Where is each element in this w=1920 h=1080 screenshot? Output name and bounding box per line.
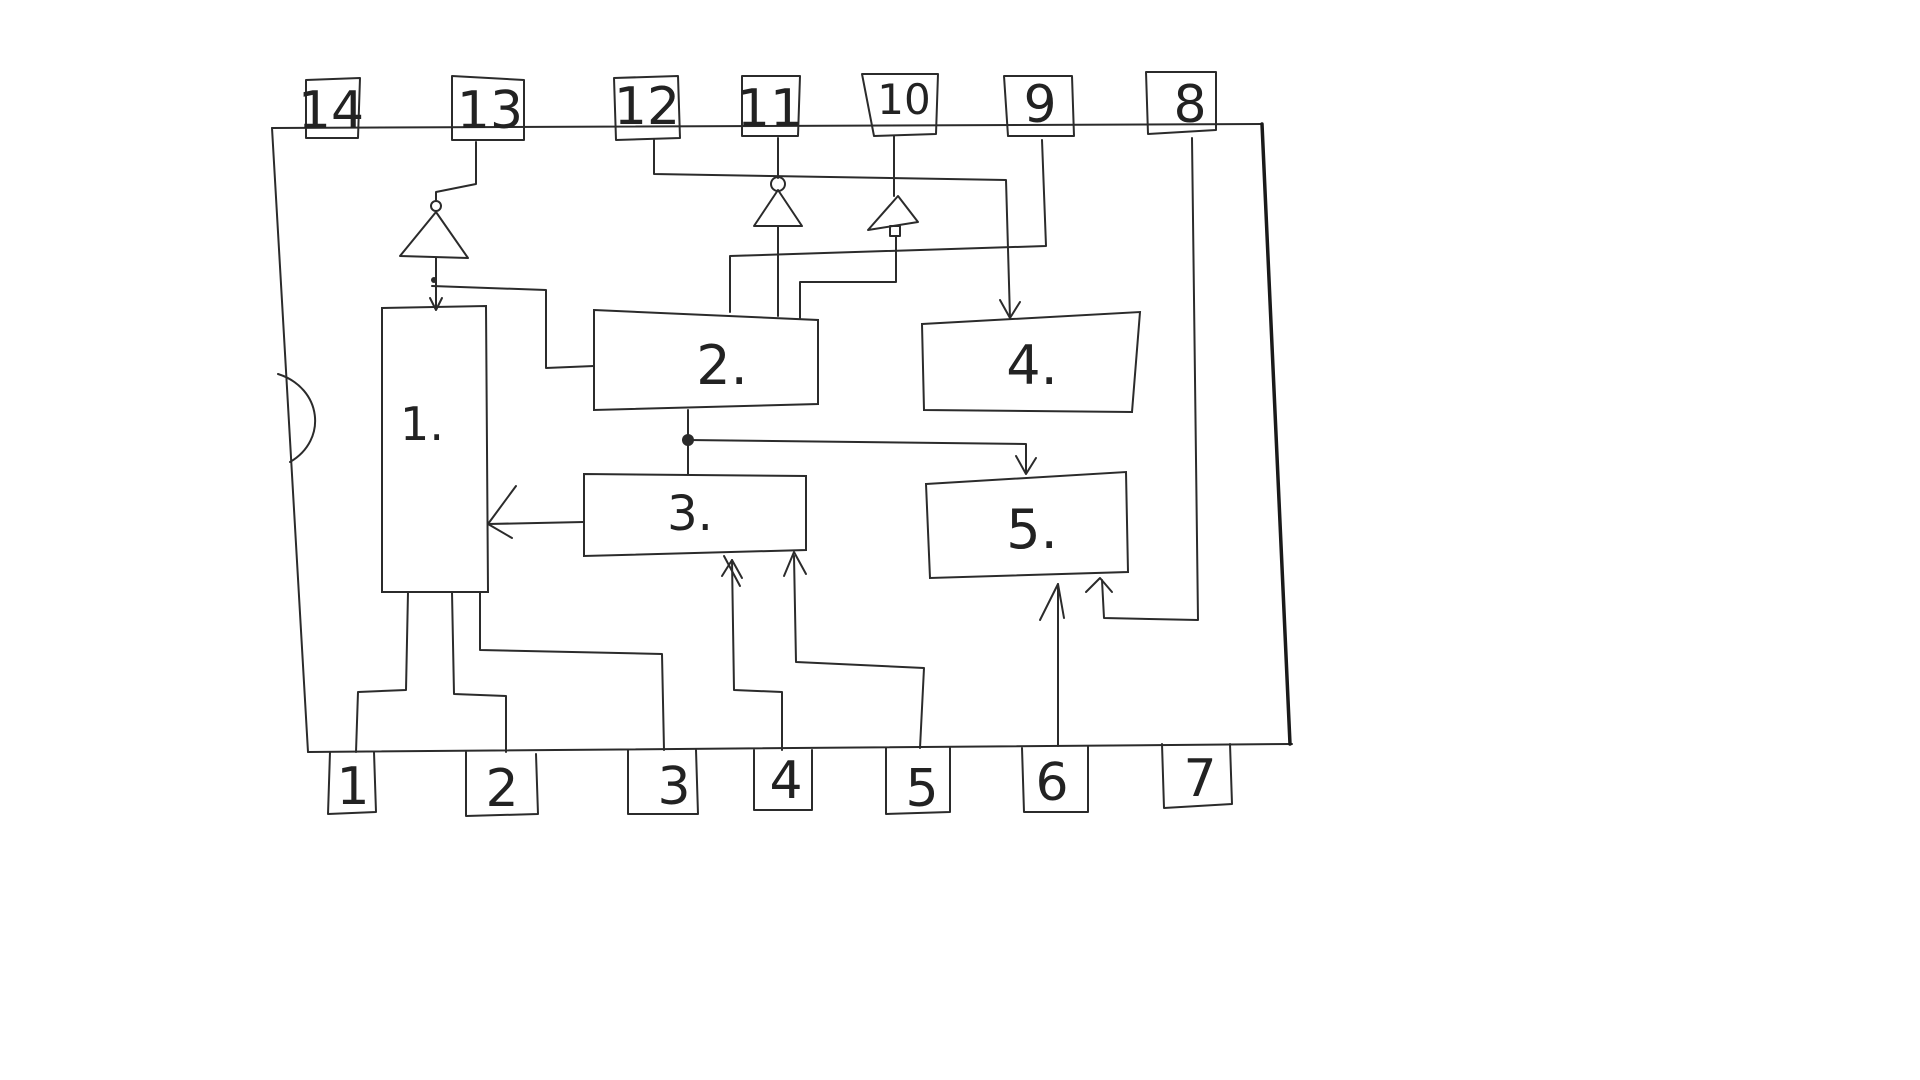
block-5-label: 5. <box>1006 498 1058 561</box>
pin-1-label: 1 <box>336 757 369 817</box>
pin-2-label: 2 <box>485 759 518 819</box>
pin-6: 6 <box>1021 745 1089 813</box>
pin-5-label: 5 <box>905 759 938 819</box>
pin-2: 2 <box>465 751 539 819</box>
pin-12-label: 12 <box>614 77 680 137</box>
pin-14-label: 14 <box>298 81 364 141</box>
pin-10: 10 <box>861 73 939 137</box>
buffer-pin-13 <box>399 200 469 259</box>
pin-5: 5 <box>885 747 951 819</box>
top-pin-row: 14 13 12 11 10 9 8 <box>298 71 1217 141</box>
block-5: 5. <box>924 470 1130 580</box>
buffer-pin-11 <box>753 176 803 227</box>
pin-8: 8 <box>1145 71 1217 135</box>
block-4-label: 4. <box>1006 334 1058 397</box>
pin-14: 14 <box>298 77 364 141</box>
pin-7: 7 <box>1161 743 1233 809</box>
pin-1: 1 <box>327 751 377 817</box>
block-3: 3. <box>583 472 807 558</box>
block-1-label: 1. <box>400 397 444 451</box>
buffer-pin-10 <box>867 195 919 237</box>
pin-11-label: 11 <box>737 79 803 139</box>
pin-13: 13 <box>451 75 525 141</box>
block-3-label: 3. <box>667 486 713 542</box>
pin-3: 3 <box>627 749 699 817</box>
pin-3-label: 3 <box>657 757 690 817</box>
block-1: 1. <box>381 304 490 593</box>
pin-8-label: 8 <box>1173 75 1206 135</box>
block-4: 4. <box>920 310 1142 414</box>
block-2-label: 2. <box>696 334 748 397</box>
pin-4-label: 4 <box>769 751 802 811</box>
bottom-pin-row: 1 2 3 4 5 6 7 <box>327 743 1233 819</box>
pin-10-label: 10 <box>877 75 930 124</box>
pin-12: 12 <box>613 75 681 141</box>
pin-13-label: 13 <box>457 81 523 141</box>
block-2: 2. <box>593 308 819 412</box>
connections <box>355 135 1199 753</box>
pin-6-label: 6 <box>1035 753 1068 813</box>
chip-body <box>271 122 1293 753</box>
pin-11: 11 <box>737 75 803 139</box>
pin-4: 4 <box>753 749 813 811</box>
pin-9-label: 9 <box>1023 75 1056 135</box>
pin-7-label: 7 <box>1183 749 1216 809</box>
pin-9: 9 <box>1003 75 1075 137</box>
chip-notch <box>277 373 317 463</box>
